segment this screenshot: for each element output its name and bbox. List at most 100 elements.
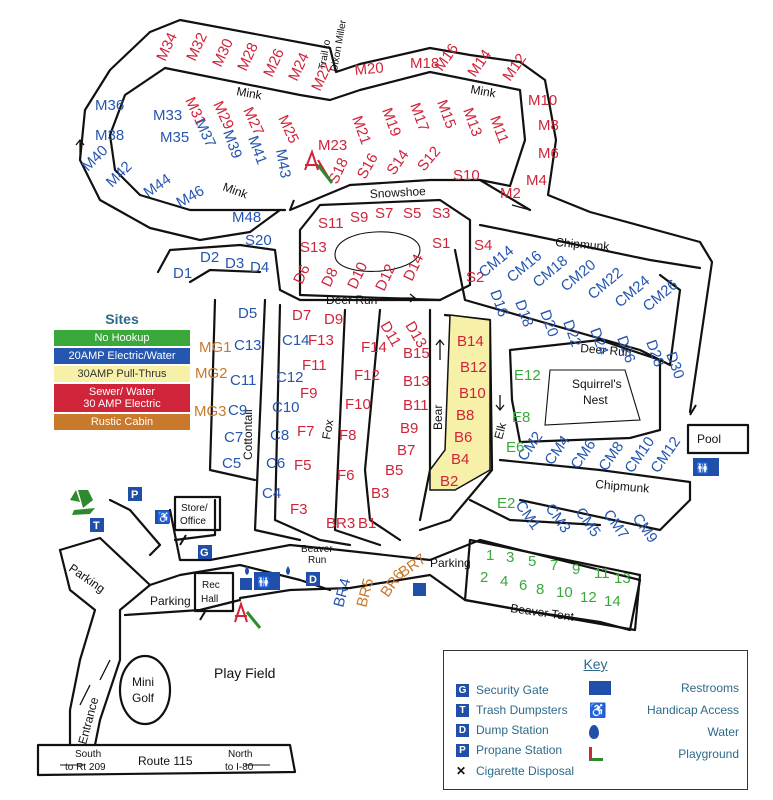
site-d18: D18	[511, 298, 536, 330]
road-beaver-tent: Beaver Tent	[510, 601, 576, 624]
security-gate-icon: G	[198, 545, 212, 559]
site-f9: F9	[300, 385, 318, 402]
site-m21: M21	[348, 114, 374, 147]
site-f10: F10	[345, 396, 371, 413]
site-12: 12	[580, 589, 597, 606]
site-2: 2	[480, 569, 488, 586]
key-playground: Playground	[589, 747, 739, 761]
site-cm1: CM1	[512, 498, 544, 534]
key-title: Key	[583, 656, 608, 672]
site-d10: D10	[344, 260, 371, 292]
key-box: Key G Security Gate T Trash Dumpsters D …	[443, 650, 748, 790]
trash-dumpster-icon: T	[90, 518, 104, 532]
propane-station-icon: P	[456, 743, 469, 757]
site-d28: D28	[642, 338, 667, 370]
site-m11: M11	[486, 114, 512, 146]
site-3: 3	[506, 549, 514, 566]
site-b12: B12	[460, 359, 487, 376]
site-m41: M41	[244, 134, 270, 167]
site-c7: C7	[224, 429, 243, 446]
site-c10: C10	[272, 399, 300, 416]
water-icon	[245, 566, 249, 575]
road-deer-run-right: Deer Run	[580, 341, 632, 359]
cigarette-icon-3	[689, 404, 697, 416]
place-mini-golf-1: Mini	[132, 675, 154, 689]
site-cm5: CM5	[572, 505, 604, 541]
site-br4: BR4	[330, 576, 354, 609]
site-b13: B13	[403, 373, 430, 390]
site-c13: C13	[234, 337, 262, 354]
site-f8: F8	[339, 427, 357, 444]
road-elk: Elk	[491, 420, 509, 441]
site-d1: D1	[173, 265, 192, 282]
site-f6: F6	[337, 467, 355, 484]
site-s12: S12	[414, 143, 444, 174]
site-c12: C12	[276, 369, 304, 386]
site-m20: M20	[354, 60, 385, 79]
site-s9: S9	[350, 209, 368, 226]
svg-text:♿: ♿	[157, 511, 171, 524]
key-trash: T Trash Dumpsters	[456, 703, 568, 717]
site-f11: F11	[302, 357, 327, 374]
site-m28: M28	[234, 40, 262, 74]
site-s5: S5	[403, 205, 421, 222]
site-m10: M10	[528, 92, 557, 109]
site-e8: E8	[512, 409, 530, 426]
site-m37: M37	[191, 117, 219, 151]
road-chipmunk-upper: Chipmunk	[555, 235, 611, 254]
mini-golf-area	[118, 654, 172, 726]
site-d3: D3	[225, 255, 244, 272]
site-f7: F7	[297, 423, 315, 440]
sites-legend-title: Sites	[105, 311, 139, 327]
key-dump: D Dump Station	[456, 723, 549, 737]
road-route: Route 115	[138, 754, 193, 768]
place-rec-2: Hall	[201, 594, 218, 605]
site-c8: C8	[270, 427, 289, 444]
restrooms-icon	[589, 681, 611, 695]
site-br5: BR5	[353, 576, 377, 609]
site-5: 5	[528, 553, 536, 570]
site-d6: D6	[290, 262, 314, 287]
store-building	[173, 495, 222, 532]
road-mink-right: Mink	[469, 82, 497, 100]
rec-hall-building	[193, 571, 235, 613]
site-s1: S1	[432, 235, 450, 252]
site-d8: D8	[318, 265, 342, 290]
site-m8: M8	[538, 117, 559, 134]
key-restrooms: Restrooms	[589, 681, 739, 695]
site-m25: M25	[274, 113, 302, 147]
site-s2: S2	[466, 269, 484, 286]
site-f13: F13	[308, 332, 334, 349]
dump-station-icon: D	[456, 723, 469, 737]
site-d16: D16	[486, 288, 511, 320]
site-mg1: MG1	[199, 339, 232, 356]
place-store-1: Store/	[181, 503, 208, 514]
handicap-icon-rec	[240, 578, 252, 590]
site-b5: B5	[385, 462, 403, 479]
site-f12: F12	[354, 367, 380, 384]
site-d12: D12	[372, 262, 399, 294]
site-1: 1	[486, 547, 494, 564]
playground-icon	[589, 747, 603, 761]
svg-text:G: G	[200, 547, 209, 559]
road-snowshoe: Snowshoe	[369, 184, 426, 201]
svg-text:P: P	[131, 489, 138, 501]
cigarette-icon-4	[289, 199, 295, 211]
trash-dumpster-icon: T	[456, 703, 469, 717]
place-parking-left: Parking	[66, 561, 107, 596]
sites-legend: Sites No Hookup 20AMP Electric/Water 30A…	[54, 311, 190, 432]
site-14: 14	[604, 593, 621, 610]
cigarette-icon: ✕	[456, 764, 467, 778]
site-11: 11	[594, 565, 610, 582]
site-m46: M46	[174, 182, 208, 211]
site-d9: D9	[324, 311, 343, 328]
site-cm3: CM3	[542, 501, 574, 537]
site-b10: B10	[459, 385, 486, 402]
restrooms-icon-rec: 🚻	[254, 572, 280, 590]
site-m43: M43	[272, 148, 294, 180]
site-d5: D5	[238, 305, 257, 322]
facility-icons: T P ♿ G D 🚻 🚻	[70, 149, 719, 629]
place-pool: Pool	[697, 432, 721, 446]
pull-thru-area	[429, 314, 491, 491]
site-s7: S7	[375, 205, 393, 222]
